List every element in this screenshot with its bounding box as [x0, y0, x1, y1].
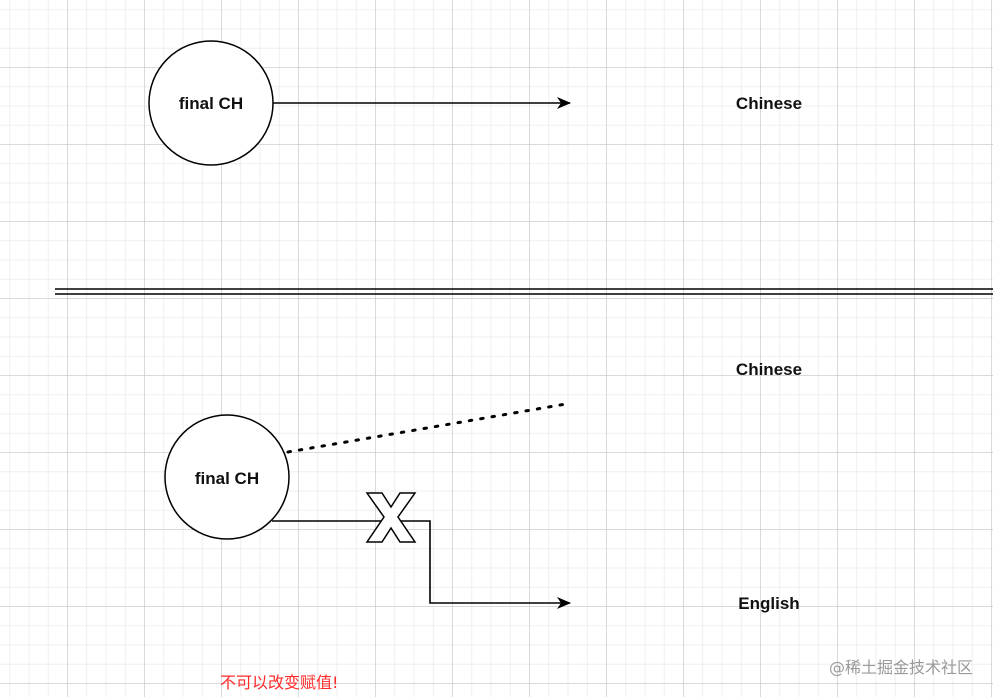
section-divider — [55, 288, 993, 295]
bottom-final-ch-node — [164, 414, 290, 540]
watermark: @稀土掘金技术社区 — [829, 658, 973, 677]
cannot-reassign-note: 不可以改变赋值! — [220, 673, 338, 692]
top-section: final CH Chinese — [148, 40, 802, 166]
bottom-blocked-reassign-arrow — [272, 520, 571, 609]
bottom-dotted-reference — [286, 402, 568, 454]
bottom-node-label: final CH — [195, 469, 259, 488]
bottom-new-target-english: English — [738, 594, 799, 613]
top-target-chinese: Chinese — [736, 94, 802, 113]
blocked-x-icon — [365, 492, 417, 543]
bottom-section: Chinese final CH English — [164, 360, 802, 613]
top-node-label: final CH — [179, 94, 243, 113]
bottom-old-target-chinese: Chinese — [736, 360, 802, 379]
